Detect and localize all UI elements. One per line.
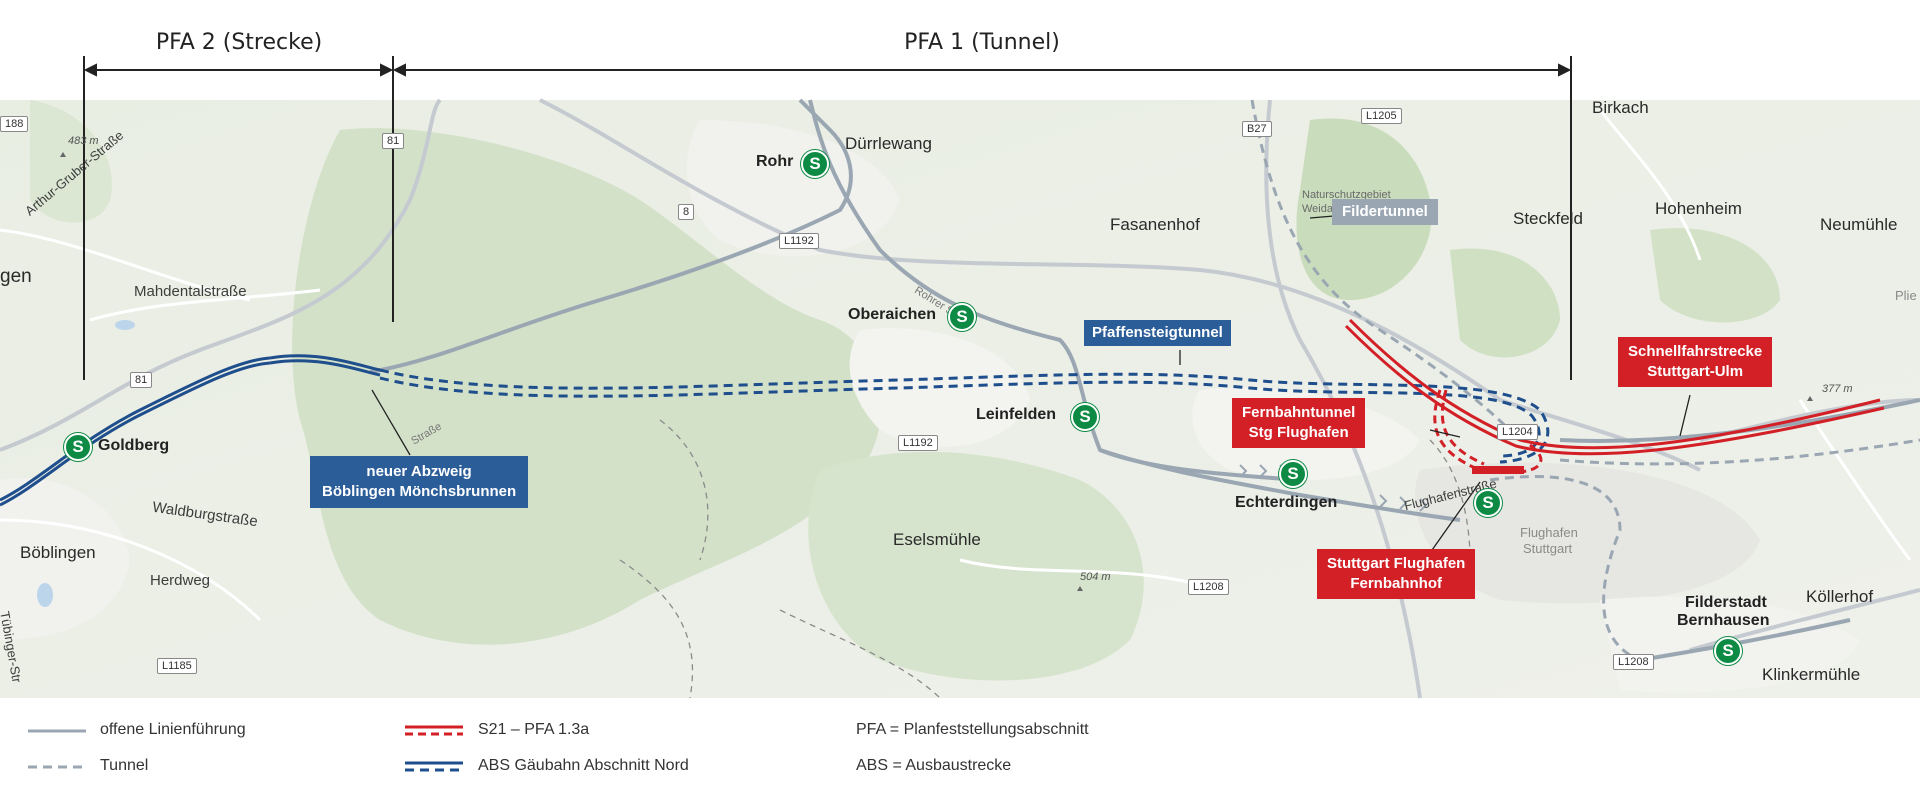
- road-sign-l1192-top: L1192: [779, 233, 819, 249]
- legend-abs-definition: ABS = Ausbaustrecke: [856, 757, 1012, 774]
- road-sign-l1205: L1205: [1361, 108, 1402, 124]
- road-sign-8: 8: [678, 204, 695, 220]
- legend-abs: ABS Gäubahn Abschnitt Nord: [478, 757, 689, 774]
- callout-fernbahntunnel: Fernbahntunnel Stg Flughafen: [1232, 398, 1366, 448]
- legend-s21: S21 – PFA 1.3a: [478, 721, 590, 738]
- legend-open-route: offene Linienführung: [100, 721, 246, 738]
- callout-schnellfahrstrecke: Schnellfahrstrecke Stuttgart-Ulm: [1618, 337, 1773, 387]
- legend-tunnel: Tunnel: [100, 757, 149, 774]
- callout-flughafen-fernbahnhof: Stuttgart Flughafen Fernbahnhof: [1317, 549, 1476, 599]
- forest-area: [1650, 228, 1780, 323]
- footpaths: [619, 419, 1471, 699]
- sbahn-icon-rohr: S: [801, 150, 829, 178]
- road-sign-l1192: L1192: [898, 435, 938, 451]
- minor-roads: [0, 109, 1912, 622]
- forest-area: [1450, 248, 1560, 358]
- elevation-label-2: 504 m: [1080, 571, 1111, 583]
- place-label-klinkermuehle: Klinkermühle: [1762, 665, 1861, 684]
- road-sign-81-top: 81: [382, 133, 405, 149]
- place-label-neumuehle: Neumühle: [1820, 215, 1898, 234]
- abs-gaeubahn-tunnel: [379, 368, 1550, 464]
- forest-area: [808, 451, 1144, 681]
- sbahn-icon-flughafen: S: [1474, 489, 1502, 517]
- sbahn-icon-leinfelden: S: [1071, 403, 1099, 431]
- place-label-filderstadt: Filderstadt: [1685, 594, 1767, 611]
- urban-area: [0, 478, 130, 640]
- callout-schnellfahrstrecke-line1: Schnellfahrstrecke: [1628, 343, 1763, 360]
- callout-flughafen-line1: Stuttgart Flughafen: [1327, 555, 1466, 572]
- place-label-rohr: Rohr: [756, 153, 794, 170]
- forest-area: [292, 128, 881, 645]
- road-sign-188: 188: [0, 116, 29, 132]
- callout-neuer-abzweig-line2: Böblingen Mönchsbrunnen: [322, 483, 517, 500]
- callout-neuer-abzweig: neuer Abzweig Böblingen Mönchsbrunnen: [310, 456, 529, 508]
- callout-neuer-abzweig-line1: neuer Abzweig: [366, 463, 472, 480]
- sbahn-icon-bernhausen: S: [1714, 637, 1742, 665]
- elevation-markers: [60, 152, 1813, 591]
- road-sign-l1185: L1185: [157, 658, 197, 674]
- place-label-boeblingen: Böblingen: [20, 543, 96, 562]
- place-label-bernhausen: Bernhausen: [1677, 612, 1770, 629]
- tunnel-lines: [1250, 99, 1920, 662]
- place-label-duerrlewang: Dürrlewang: [845, 134, 932, 153]
- place-label-hohenheim: Hohenheim: [1655, 199, 1742, 218]
- place-label-plie: Plie: [1895, 288, 1917, 303]
- place-label-flughafen: Flughafen: [1520, 525, 1578, 540]
- place-label-oberaichen: Oberaichen: [848, 306, 937, 323]
- callout-schnellfahrstrecke-line2: Stuttgart-Ulm: [1647, 363, 1744, 380]
- forest-area: [30, 100, 112, 223]
- road-sign-l1204: L1204: [1497, 424, 1538, 440]
- elevation-label-3: 377 m: [1822, 383, 1853, 395]
- road-sign-81-west: 81: [130, 372, 153, 388]
- place-label-fasanenhof: Fasanenhof: [1110, 215, 1200, 234]
- sbahn-icon-oberaichen: S: [948, 303, 976, 331]
- road-sign-l1208-east: L1208: [1613, 654, 1654, 670]
- place-label-eselsmuehle: Eselsmühle: [893, 530, 981, 549]
- pfa-brackets: [83, 56, 1572, 380]
- road-sign-l1208: L1208: [1188, 579, 1229, 595]
- road-sign-b27: B27: [1242, 121, 1272, 137]
- legend-pfa-definition: PFA = Planfeststellungsabschnitt: [856, 721, 1089, 738]
- place-label-stuttgart: Stuttgart: [1523, 541, 1573, 556]
- water-body: [115, 320, 135, 330]
- place-label-leinfelden: Leinfelden: [976, 406, 1057, 423]
- place-label-echterdingen: Echterdingen: [1235, 494, 1338, 511]
- street-label-mahdental: Mahdentalstraße: [134, 283, 247, 300]
- s21-station-platform: [1472, 466, 1524, 474]
- sbahn-icon-echterdingen: S: [1279, 460, 1307, 488]
- place-label-gen: gen: [0, 266, 32, 287]
- s21-tunnel: [1433, 389, 1543, 474]
- legend-symbols: [28, 725, 463, 772]
- place-label-birkach: Birkach: [1592, 98, 1649, 117]
- place-label-steckfeld: Steckfeld: [1513, 209, 1583, 228]
- place-label-koellerhof: Köllerhof: [1806, 587, 1874, 606]
- water-body: [37, 583, 53, 607]
- elevation-label-1: 483 m: [68, 135, 99, 147]
- pfa-2-label: PFA 2 (Strecke): [155, 30, 323, 55]
- pfa-1-label: PFA 1 (Tunnel): [904, 30, 1060, 55]
- sbahn-icon-goldberg: S: [64, 433, 92, 461]
- callout-pfaffensteigtunnel: Pfaffensteigtunnel: [1084, 320, 1231, 346]
- place-label-goldberg: Goldberg: [98, 437, 170, 454]
- callout-flughafen-line2: Fernbahnhof: [1350, 575, 1442, 592]
- callout-fildertunnel: Fildertunnel: [1332, 199, 1438, 225]
- abs-gaeubahn-open: [0, 354, 381, 507]
- callout-fernbahntunnel-line1: Fernbahntunnel: [1242, 404, 1356, 421]
- callout-fernbahntunnel-line2: Stg Flughafen: [1248, 424, 1349, 441]
- place-label-herdweg: Herdweg: [150, 572, 211, 589]
